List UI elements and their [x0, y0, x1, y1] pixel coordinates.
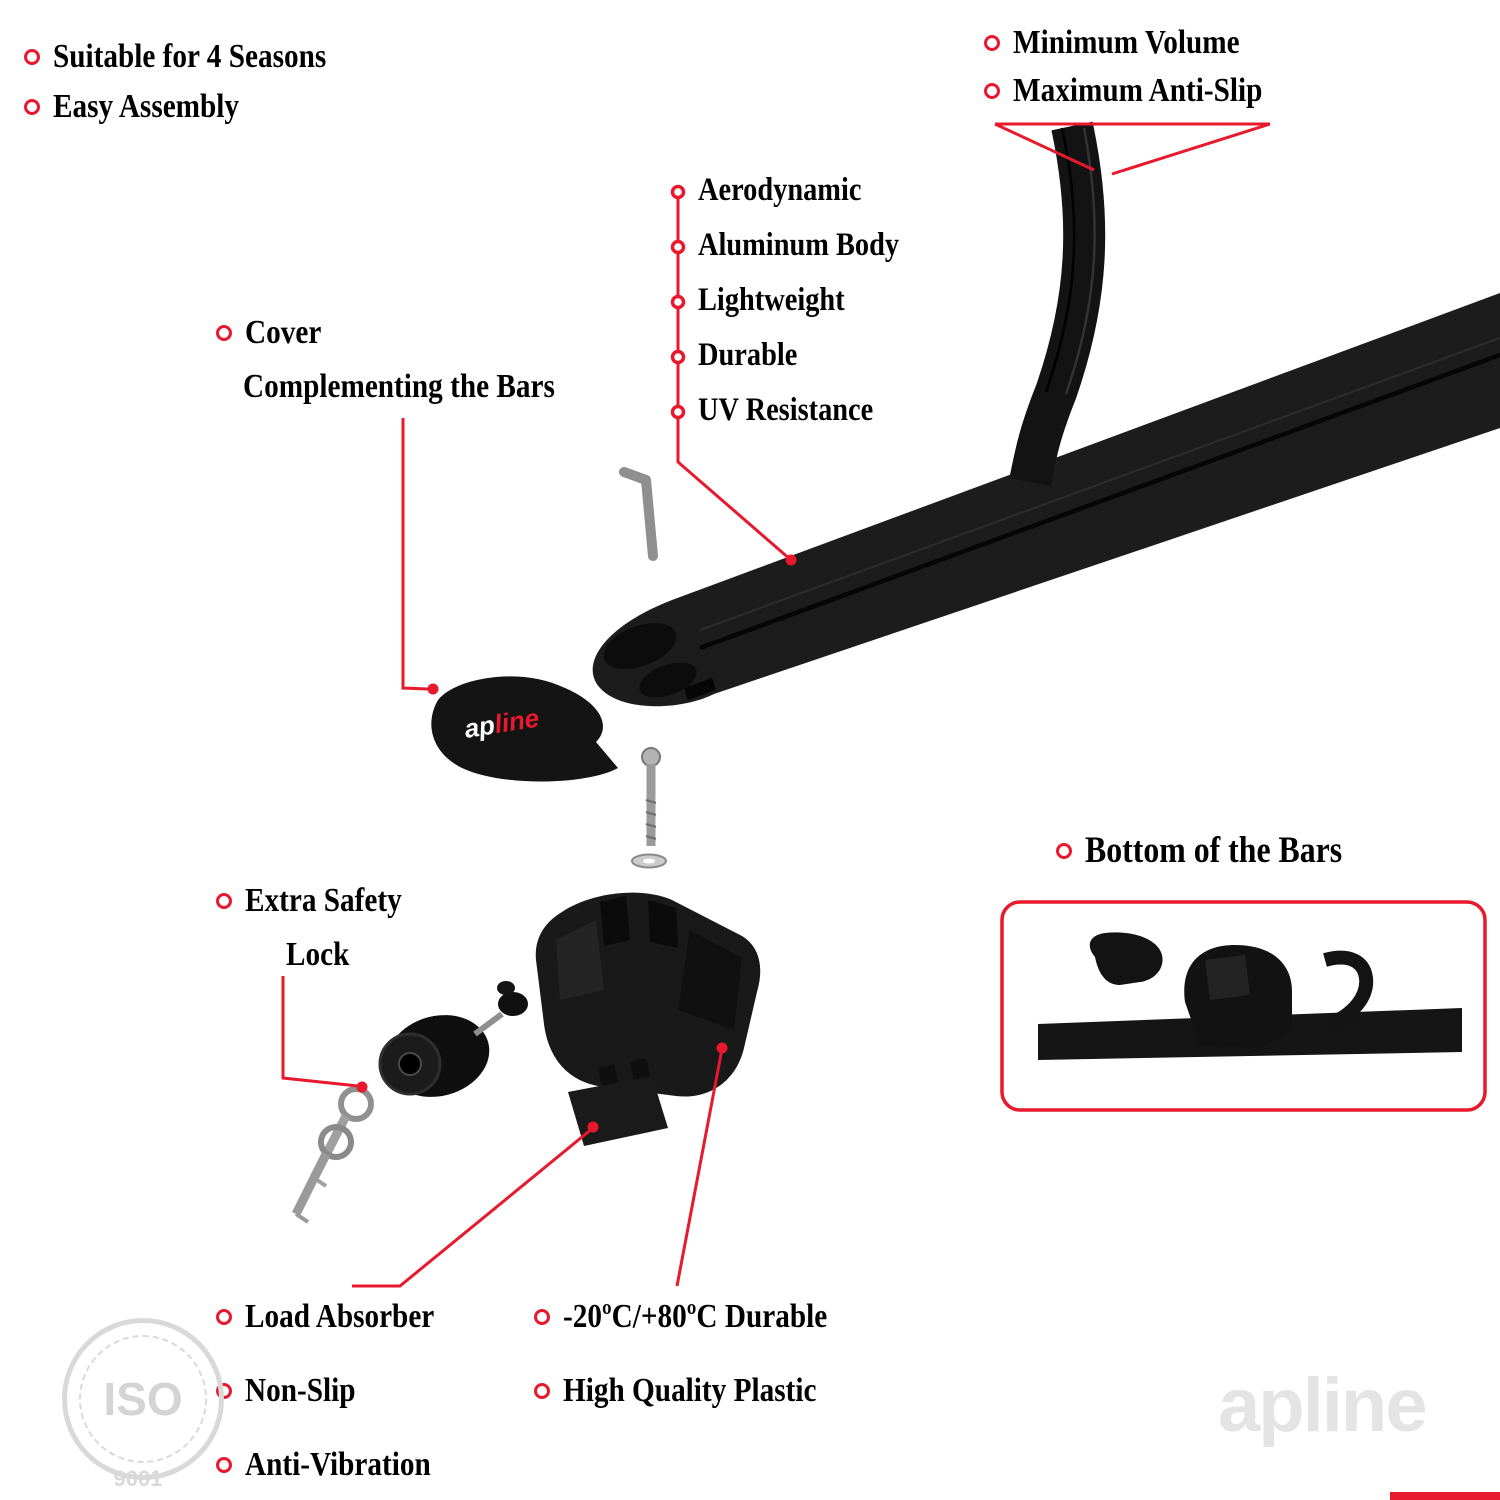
washer-icon [631, 853, 667, 869]
label-complementing-bars: Complementing the Bars [243, 368, 555, 405]
bullet-high-quality-plastic: High Quality Plastic [534, 1370, 858, 1413]
label-durable: Durable [698, 337, 798, 373]
bullet-ring-icon [216, 1309, 232, 1326]
brand-red-underline [1390, 1492, 1500, 1500]
brand-watermark: apline [1218, 1363, 1428, 1448]
lock-illustration [378, 981, 528, 1097]
feature-aerodynamic: Aerodynamic [698, 170, 888, 211]
cover-illustration: apline [431, 676, 618, 782]
cover-logo-ap: ap [462, 710, 497, 744]
iso-inner-ring: ISO [79, 1335, 207, 1463]
bullet-maximum-antislip: Maximum Anti-Slip [984, 70, 1303, 113]
bullet-ring-icon [984, 83, 1000, 100]
bullet-ring-icon [534, 1309, 550, 1326]
crossbar-illustration [592, 293, 1500, 707]
feature-durable: Durable [698, 335, 814, 376]
bullet-bottom-bars: Bottom of the Bars [1056, 828, 1384, 874]
label-anti-vibration: Anti-Vibration [245, 1446, 431, 1483]
bullet-ring-icon [984, 35, 1000, 52]
label-cover: Cover [245, 314, 322, 351]
label-easy-assembly: Easy Assembly [53, 88, 240, 125]
feature-rings [670, 184, 686, 420]
bullet-ring-icon [534, 1383, 550, 1400]
label-maximum-antislip: Maximum Anti-Slip [1013, 72, 1263, 109]
bullet-ring-icon [1056, 843, 1072, 860]
bullet-non-slip: Non-Slip [216, 1370, 374, 1413]
foot-mount-illustration [535, 892, 761, 1097]
bullet-temperature-durable: -20ºC/+80ºC Durable [534, 1296, 870, 1339]
label-bottom-bars: Bottom of the Bars [1085, 830, 1343, 871]
bullet-ring-icon [216, 325, 232, 342]
feature-uv-resistance: UV Resistance [698, 390, 902, 431]
label-lock-wrap: Lock [286, 934, 360, 977]
bullet-minimum-volume: Minimum Volume [984, 22, 1277, 65]
iso-code-text: 9001 [113, 1466, 163, 1491]
iso-text: ISO [103, 1373, 183, 1425]
label-minimum-volume: Minimum Volume [1013, 24, 1240, 61]
bullet-anti-vibration: Anti-Vibration [216, 1444, 461, 1487]
label-aerodynamic: Aerodynamic [698, 172, 862, 208]
allen-key-icon [619, 467, 658, 561]
iso-9001-watermark: ISO [62, 1318, 224, 1480]
label-cover-line2-wrap: Complementing the Bars [243, 366, 606, 409]
feature-lightweight: Lightweight [698, 280, 869, 321]
bullet-ring-icon [24, 99, 40, 116]
svg-text:apline: apline [462, 703, 541, 744]
label-lightweight: Lightweight [698, 282, 845, 318]
rubber-strip-illustration [1009, 121, 1106, 487]
bullet-easy-assembly: Easy Assembly [24, 86, 269, 129]
leader-lines [281, 122, 1271, 1288]
label-non-slip: Non-Slip [245, 1372, 356, 1409]
label-load-absorber: Load Absorber [245, 1298, 435, 1335]
feature-aluminum-body: Aluminum Body [698, 225, 932, 266]
bottom-bars-box [1000, 900, 1487, 1112]
label-aluminum-body: Aluminum Body [698, 227, 900, 263]
label-temperature-durable: -20ºC/+80ºC Durable [563, 1298, 828, 1335]
leader-dots [356, 554, 797, 1133]
bullet-extra-safety: Extra Safety [216, 880, 427, 923]
keys-icon [291, 1086, 374, 1224]
bullet-suitable-seasons: Suitable for 4 Seasons [24, 36, 371, 79]
label-high-quality-plastic: High Quality Plastic [563, 1372, 817, 1409]
bullet-cover: Cover [216, 312, 334, 355]
label-suitable-seasons: Suitable for 4 Seasons [53, 38, 327, 75]
label-extra-safety: Extra Safety [245, 882, 402, 919]
label-uv-resistance: UV Resistance [698, 392, 874, 428]
cover-logo-line: line [492, 703, 541, 740]
bullet-load-absorber: Load Absorber [216, 1296, 465, 1339]
bullet-ring-icon [24, 49, 40, 66]
bullet-ring-icon [216, 1457, 232, 1474]
bolt-icon [641, 747, 661, 846]
bullet-ring-icon [216, 893, 232, 910]
label-lock: Lock [286, 936, 350, 973]
